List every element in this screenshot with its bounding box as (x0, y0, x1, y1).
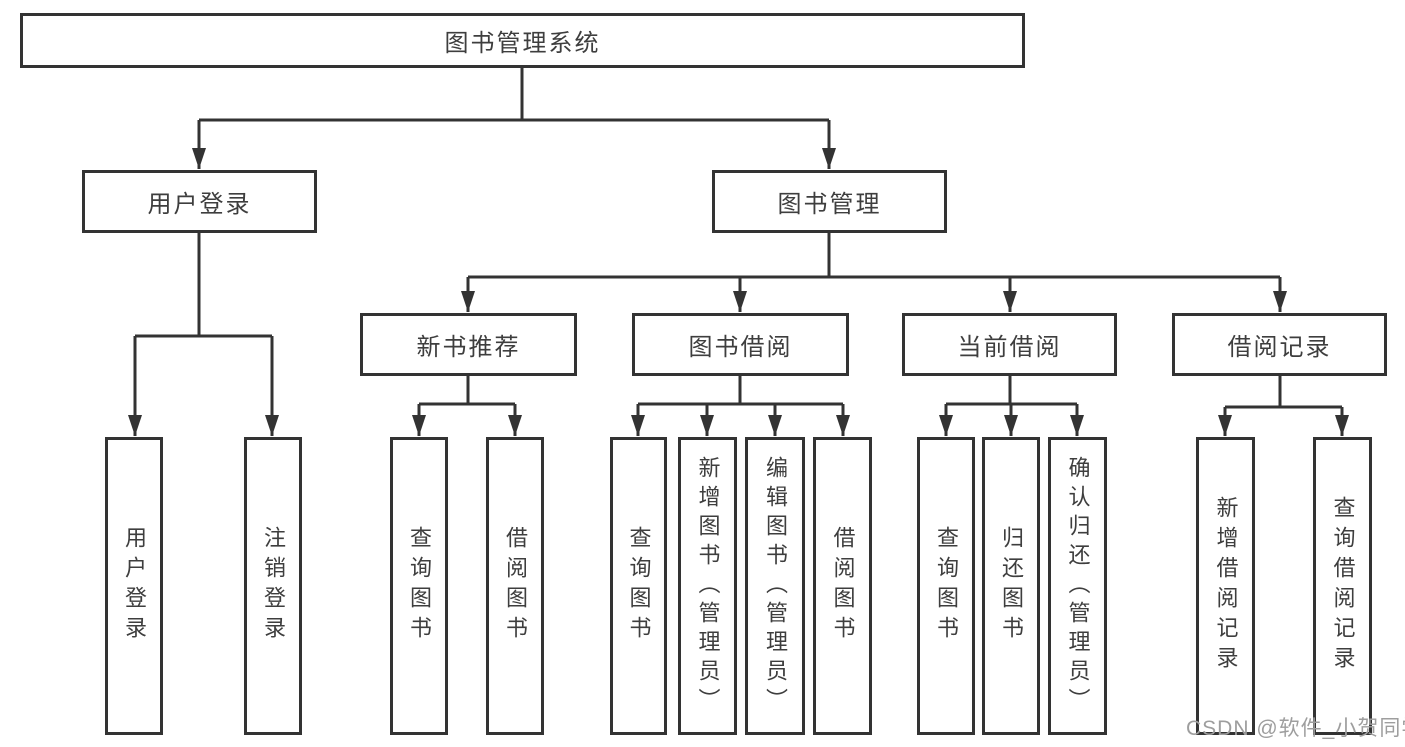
leaf-query-borrow-record: 查询借阅记录 (1313, 437, 1372, 735)
node-book-management: 图书管理 (712, 170, 947, 233)
csdn-watermark: CSDN @软件_小贺同学 (1186, 717, 1405, 740)
leaf-query-books-current: 查询图书 (917, 437, 975, 735)
node-book-borrow: 图书借阅 (632, 313, 849, 376)
leaf-user-login: 用户登录 (105, 437, 163, 735)
node-current-borrow: 当前借阅 (902, 313, 1117, 376)
node-library-management-system: 图书管理系统 (20, 13, 1025, 68)
leaf-add-borrow-record: 新增借阅记录 (1196, 437, 1255, 735)
leaf-logout: 注销登录 (244, 437, 302, 735)
node-new-book-recommend: 新书推荐 (360, 313, 577, 376)
leaf-add-books-admin: 新增图书（管理员） (678, 437, 737, 735)
leaf-borrow-books: 借阅图书 (813, 437, 872, 735)
node-user-login: 用户登录 (82, 170, 317, 233)
leaf-query-books-borrow: 查询图书 (610, 437, 667, 735)
leaf-query-books-recommend: 查询图书 (390, 437, 448, 735)
leaf-return-books: 归还图书 (982, 437, 1040, 735)
leaf-confirm-return-admin: 确认归还（管理员） (1048, 437, 1107, 735)
leaf-borrow-books-recommend: 借阅图书 (486, 437, 544, 735)
node-borrow-records: 借阅记录 (1172, 313, 1387, 376)
leaf-edit-books-admin: 编辑图书（管理员） (745, 437, 805, 735)
